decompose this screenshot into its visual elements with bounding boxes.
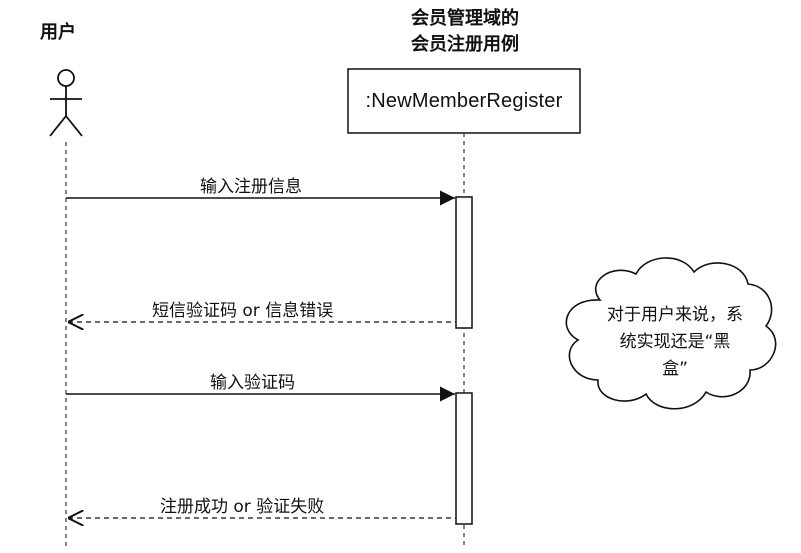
message-label-3: 输入验证码 (210, 373, 295, 393)
message-label-2: 短信验证码 or 信息错误 (152, 301, 334, 321)
object-box (347, 68, 581, 134)
message-label-1: 输入注册信息 (200, 177, 302, 197)
actor-stick-figure-icon (49, 69, 83, 137)
message-label-4: 注册成功 or 验证失败 (160, 497, 325, 517)
note-line-2: 统实现还是“黑 (619, 332, 731, 352)
activation-bar-2 (455, 392, 473, 525)
object-label: :NewMemberRegister (365, 89, 563, 112)
note-line-3: 盒” (662, 359, 688, 379)
system-title: 会员管理域的 会员注册用例 (360, 6, 570, 58)
note-cloud (565, 257, 777, 410)
system-title-line-2: 会员注册用例 (411, 34, 519, 55)
activation-bar-1 (455, 196, 473, 329)
note-text: 对于用户来说，系 统实现还是“黑 盒” (590, 302, 760, 383)
system-title-line-1: 会员管理域的 (411, 8, 519, 29)
note-line-1: 对于用户来说，系 (607, 305, 743, 325)
actor-name: 用户 (40, 22, 76, 43)
